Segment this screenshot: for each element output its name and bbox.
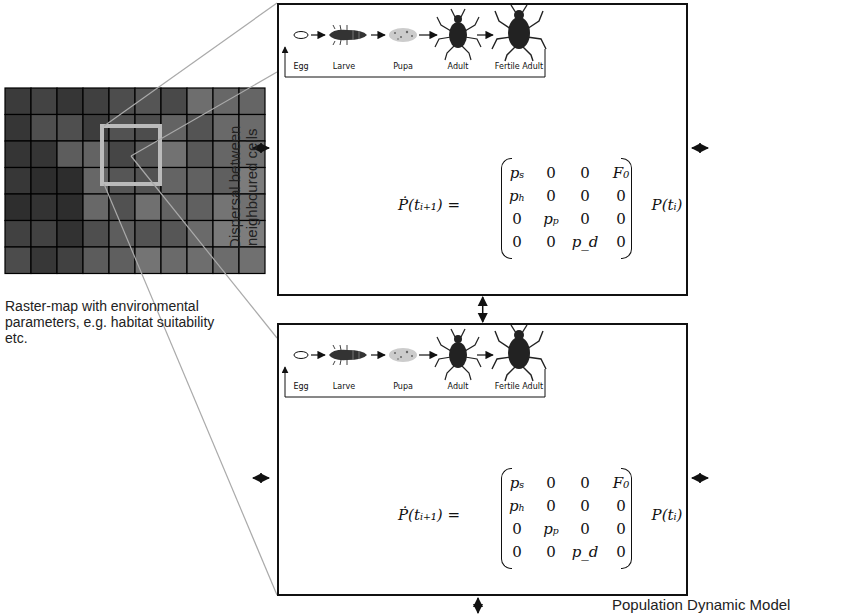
dispersal-connector <box>482 297 484 322</box>
stage-label: Pupa <box>393 62 413 71</box>
matrix-bracket <box>501 158 512 259</box>
matrix-cell: 0 <box>580 520 590 538</box>
matrix-cell: pₚ <box>543 210 559 228</box>
matrix-cell: F₀ <box>613 164 629 182</box>
matrix-cell: pₛ <box>510 164 525 182</box>
matrix-cell: 0 <box>512 543 522 561</box>
matrix-cell: F₀ <box>613 474 629 492</box>
stage-label: Adult <box>448 382 469 391</box>
dispersal-arrow <box>692 478 708 479</box>
state-vector: P(tᵢ) <box>652 506 683 524</box>
matrix-cell: 0 <box>616 543 626 561</box>
model-caption: Population Dynamic Model <box>612 596 862 613</box>
life-cycle <box>285 5 546 77</box>
matrix-bracket <box>621 158 632 259</box>
state-vector: P(tᵢ) <box>652 196 683 214</box>
stage-label: Fertile Adult <box>495 382 543 391</box>
matrix-bracket <box>621 468 632 569</box>
matrix-cell: 0 <box>616 520 626 538</box>
matrix-cell: 0 <box>616 497 626 515</box>
matrix-cell: 0 <box>512 233 522 251</box>
matrix-cell: 0 <box>616 187 626 205</box>
matrix-cell: 0 <box>580 164 590 182</box>
matrix-cell: 0 <box>616 210 626 228</box>
dispersal-arrow <box>253 478 269 479</box>
matrix-cell: 0 <box>580 187 590 205</box>
matrix-cell: 0 <box>546 474 556 492</box>
stage-label: Larve <box>333 62 355 71</box>
stage-label: Pupa <box>393 382 413 391</box>
matrix-cell: 0 <box>546 497 556 515</box>
matrix-cell: pₛ <box>510 474 525 492</box>
matrix-cell: pₕ <box>509 497 525 515</box>
matrix-cell: p_d <box>572 233 599 251</box>
map-caption: Raster-map with environmental parameters… <box>5 298 235 346</box>
stage-label: Egg <box>293 62 308 71</box>
dispersal-label: Dispersal between neighboured cells <box>226 82 261 292</box>
stage-label: Egg <box>293 382 308 391</box>
matrix-cell: pₕ <box>509 187 525 205</box>
life-cycle <box>285 325 546 397</box>
population-cell-box: Egg Larve Pupa Adult Fertile AdultṖ(tᵢ₊₁) = p… <box>277 3 688 296</box>
matrix-cell: 0 <box>546 233 556 251</box>
matrix-cell: 0 <box>616 233 626 251</box>
equation-lhs: Ṗ(tᵢ₊₁) = <box>398 196 460 214</box>
matrix-cell: pₚ <box>543 520 559 538</box>
dispersal-arrow <box>477 598 479 613</box>
matrix-cell: 0 <box>546 543 556 561</box>
matrix-cell: 0 <box>580 210 590 228</box>
dispersal-arrow <box>692 148 708 149</box>
matrix-cell: 0 <box>512 520 522 538</box>
stage-label: Fertile Adult <box>495 62 543 71</box>
matrix-cell: 0 <box>512 210 522 228</box>
matrix-bracket <box>501 468 512 569</box>
matrix-cell: 0 <box>580 474 590 492</box>
stage-label: Adult <box>448 62 469 71</box>
selection-square <box>102 126 160 184</box>
matrix-cell: 0 <box>546 164 556 182</box>
equation-lhs: Ṗ(tᵢ₊₁) = <box>398 506 460 524</box>
matrix-cell: 0 <box>546 187 556 205</box>
matrix-cell: p_d <box>572 543 599 561</box>
matrix-cell: 0 <box>580 497 590 515</box>
population-cell-box: Egg Larve Pupa Adult Fertile AdultṖ(tᵢ₊₁) = p… <box>277 323 688 596</box>
stage-label: Larve <box>333 382 355 391</box>
